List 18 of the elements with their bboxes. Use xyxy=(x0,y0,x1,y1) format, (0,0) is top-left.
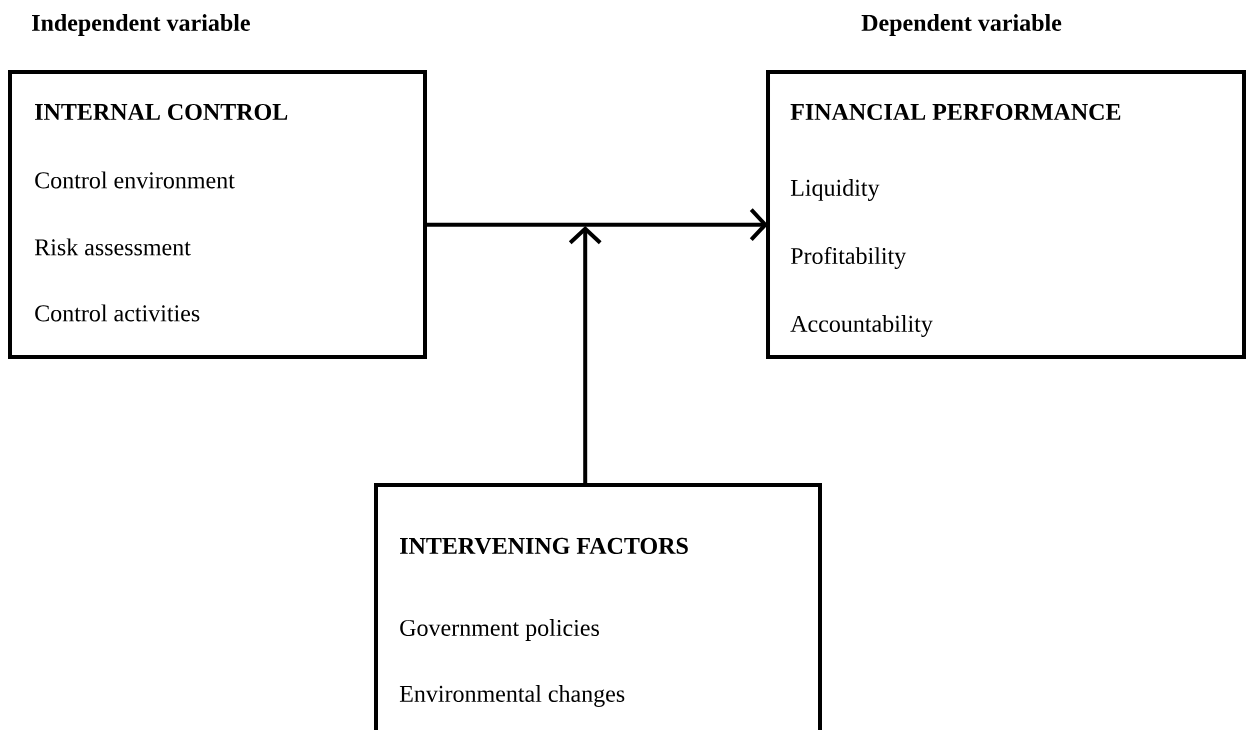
box-heading: INTERNAL CONTROL xyxy=(35,103,288,121)
box-item: Liquidity xyxy=(790,179,880,201)
variable-label: Dependent variable xyxy=(861,14,1062,36)
concept-box xyxy=(766,70,1246,359)
variable-label: Independent variable xyxy=(32,14,250,36)
box-item: Accountability xyxy=(790,315,933,337)
arrow xyxy=(425,208,768,242)
concept-box xyxy=(8,70,427,359)
box-item: Environmental changes xyxy=(399,685,625,707)
concept-box xyxy=(374,483,822,730)
box-item: Profitability xyxy=(790,246,907,270)
box-heading: INTERVENING FACTORS xyxy=(400,537,688,555)
box-item: Control activities xyxy=(35,304,200,322)
box-item: Government policies xyxy=(400,619,599,641)
arrow xyxy=(568,226,602,485)
box-item: Risk assessment xyxy=(34,238,191,256)
box-item: Control environment xyxy=(35,171,235,189)
box-heading: FINANCIAL PERFORMANCE xyxy=(790,103,1121,121)
